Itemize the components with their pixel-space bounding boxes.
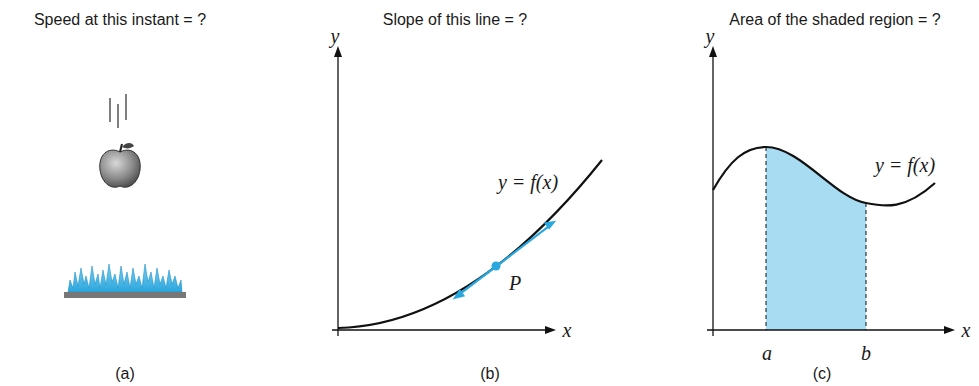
curve-label: y = f(x) — [498, 171, 558, 193]
point-label: P — [509, 272, 521, 294]
panel-question: Speed at this instant = ? — [34, 11, 206, 29]
axis-label: y — [706, 25, 715, 47]
function-curve — [713, 147, 935, 206]
bound-lines — [766, 147, 866, 330]
apple — [100, 143, 141, 187]
bound-label: b — [861, 342, 871, 364]
fall-lines — [110, 94, 126, 128]
axis-label: y — [331, 25, 340, 47]
bound-label: a — [762, 342, 772, 364]
axis-label: x — [962, 319, 971, 341]
panel-question: Area of the shaded region = ? — [729, 11, 940, 29]
panel-question: Slope of this line = ? — [383, 11, 528, 29]
panel-caption: (c) — [813, 365, 832, 383]
function-curve — [338, 160, 602, 328]
panel-caption: (b) — [480, 365, 500, 383]
curve-label: y = f(x) — [875, 154, 935, 176]
axes-c — [707, 46, 955, 336]
axis-label: x — [563, 319, 572, 341]
shaded-region — [766, 147, 866, 330]
grass — [64, 264, 186, 298]
panel-caption: (a) — [115, 365, 135, 383]
tangent-line — [453, 221, 557, 300]
